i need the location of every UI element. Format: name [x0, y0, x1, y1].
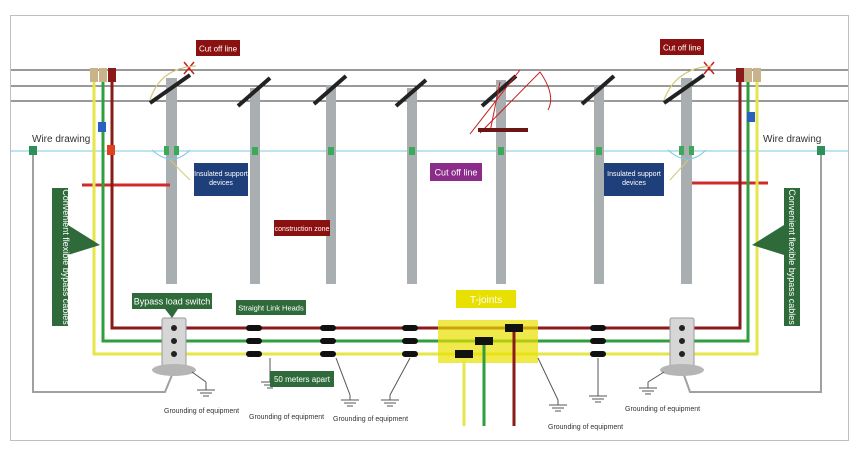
t-joint-drops — [462, 328, 516, 426]
cut-off-marks — [183, 61, 715, 75]
cut-off-label-left: Cut off line — [196, 40, 240, 56]
center-cutoff-cables — [469, 69, 552, 135]
diagram-frame — [10, 15, 849, 441]
straight-link-label: Straight Link Heads — [236, 300, 306, 315]
cut-off-label-left-text: Cut off line — [199, 45, 238, 54]
construction-zone-text: construction zone — [275, 226, 330, 233]
bypass-cable-yellow — [92, 68, 759, 356]
wire-drawing-anchor-right — [817, 146, 825, 155]
jumper-loops — [149, 65, 713, 101]
ground-1 — [191, 371, 215, 397]
grounding-label-1: Grounding of equipment — [164, 408, 239, 415]
straight-link-heads — [246, 325, 606, 357]
wire-drawing-line — [11, 146, 848, 155]
grey-loop-cables — [32, 155, 822, 393]
ground-3 — [335, 357, 359, 407]
pole-7 — [662, 73, 706, 284]
insulated-left-line1: Insulated support — [194, 171, 248, 178]
link-head-group-4 — [590, 325, 606, 357]
pole-6 — [580, 74, 616, 284]
link-head-group-3 — [402, 325, 418, 357]
bypass-cable-red — [110, 68, 742, 330]
wire-drawing-label-left: Wire drawing — [32, 134, 90, 145]
bypass-cables-right-text: Convenient flexible bypass cables — [787, 189, 797, 325]
bypass-cables-label-right: Convenient flexible bypass cables — [752, 188, 800, 326]
wire-drawing-clamps — [164, 146, 694, 155]
bypass-load-switch-text: Bypass load switch — [134, 297, 211, 307]
grounding-label-3: Grounding of equipment — [333, 416, 408, 423]
insulated-right-line2: devices — [622, 180, 646, 187]
t-joints-text: T-joints — [470, 295, 502, 306]
grounding-label-2: Grounding of equipment — [249, 414, 324, 421]
pole-1 — [148, 73, 192, 284]
bypass-load-switch-label: Bypass load switch — [132, 293, 212, 318]
insulated-support-label-right: Insulated support devices — [604, 163, 664, 196]
insulated-device-wires — [169, 159, 689, 181]
link-head-group-1 — [246, 325, 262, 357]
ground-4 — [381, 357, 411, 407]
pole-2 — [236, 76, 272, 284]
insulated-right-line1: Insulated support — [607, 171, 661, 178]
insulated-left-line2: devices — [209, 180, 233, 187]
ground-7 — [639, 371, 665, 395]
link-head-group-2 — [320, 325, 336, 357]
utility-poles — [148, 73, 706, 284]
meters-apart-text: 50 meters apart — [274, 375, 331, 384]
bypass-cable-green — [101, 68, 750, 343]
pole-5 — [480, 74, 518, 284]
cut-off-label-center: Cut off line — [430, 163, 482, 181]
bypass-load-switch-left — [152, 317, 196, 376]
bypass-cables-left-text: Convenient flexible bypass cables — [61, 189, 71, 325]
grounding-label-4: Grounding of equipment — [548, 424, 623, 431]
insulated-support-bars — [82, 181, 768, 187]
construction-zone-label: construction zone — [274, 220, 330, 236]
ground-6 — [589, 358, 607, 403]
cut-off-label-right: Cut off line — [660, 39, 704, 55]
t-joint-heads — [455, 324, 523, 358]
wire-drawing-anchor-left — [29, 146, 37, 155]
bypass-load-switch-right — [660, 317, 704, 376]
wire-drawing-label-right: Wire drawing — [763, 134, 821, 145]
grounding-label-5: Grounding of equipment — [625, 406, 700, 413]
bypass-cables — [92, 68, 759, 356]
pole-4 — [394, 78, 428, 284]
t-joints-label: T-joints — [456, 290, 516, 308]
insulated-support-label-left: Insulated support devices — [194, 163, 248, 196]
pole-3 — [312, 74, 348, 284]
bypass-cables-label-left: Convenient flexible bypass cables — [52, 188, 100, 326]
insulated-device-rings — [151, 149, 707, 160]
ground-5 — [537, 357, 567, 412]
meters-apart-label: 50 meters apart — [270, 371, 334, 387]
straight-link-text: Straight Link Heads — [238, 304, 304, 313]
cut-off-label-center-text: Cut off line — [435, 168, 478, 178]
cut-off-label-right-text: Cut off line — [663, 44, 702, 53]
cable-terminals — [90, 68, 761, 155]
